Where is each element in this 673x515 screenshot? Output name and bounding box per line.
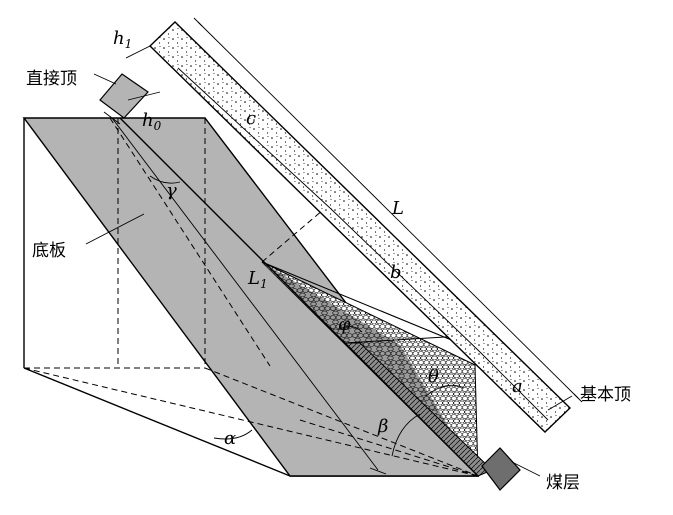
dim-c	[177, 67, 331, 209]
symbol-theta: θ	[428, 366, 439, 387]
dim-L	[197, 21, 579, 399]
dim-h1	[125, 45, 151, 59]
dim-a	[479, 351, 549, 421]
label-main-roof: 基本顶	[580, 385, 631, 405]
label-immediate-roof: 直接顶	[26, 69, 77, 89]
dim-L1	[111, 117, 379, 471]
dim-h0	[127, 91, 161, 101]
symbol-b: b	[390, 262, 402, 283]
dim-b	[329, 207, 481, 353]
leader-main-roof	[547, 395, 573, 411]
arc-alpha	[213, 429, 253, 440]
symbol-phi: φ	[338, 314, 351, 335]
leader-immediate-roof	[93, 73, 117, 85]
symbol-h0: h0	[142, 110, 162, 133]
symbol-L: L	[391, 198, 404, 219]
symbol-c: c	[246, 108, 256, 129]
hidden-edges	[23, 117, 479, 477]
arc-beta	[391, 413, 421, 457]
leader-floor	[85, 213, 145, 245]
immediate-roof-block	[99, 73, 149, 119]
prism-bottom-front-edge	[23, 367, 291, 477]
symbol-L1: L1	[247, 268, 268, 291]
symbol-beta: β	[377, 416, 388, 437]
symbol-a: a	[512, 376, 523, 397]
symbol-gamma: γ	[166, 180, 177, 201]
arc-gamma	[149, 175, 181, 184]
symbol-h1: h1	[113, 28, 132, 51]
arc-theta	[425, 384, 465, 397]
roof-break-line	[119, 117, 479, 477]
main-roof-beam	[148, 21, 572, 433]
coal-seam-block	[481, 447, 521, 491]
arc-phi	[337, 326, 363, 333]
leader-coal-seam	[511, 461, 541, 477]
label-coal-seam: 煤层	[546, 473, 580, 493]
symbol-alpha: α	[224, 428, 236, 449]
dimension-lines	[85, 17, 583, 477]
label-floor: 底板	[32, 241, 66, 261]
